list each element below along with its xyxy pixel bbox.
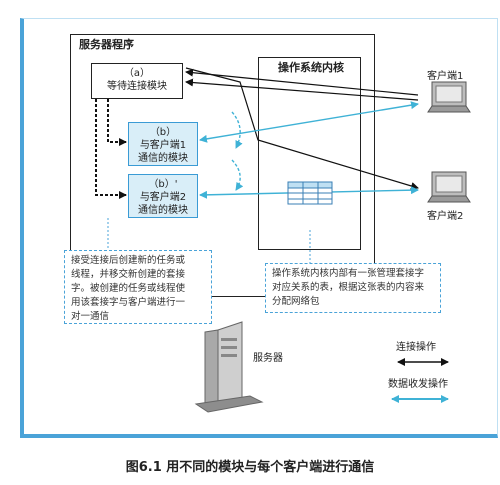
client1-computer-icon <box>427 81 471 113</box>
module-b2-line2: 通信的模块 <box>138 205 188 216</box>
server-program-title: 服务器程序 <box>79 38 134 51</box>
client1-module: （b） 与客户端1 通信的模块 <box>128 122 198 166</box>
note-left-line: 线程，并移交新创建的套接 <box>71 269 186 280</box>
note-task-thread: 接受连接后创建新的任务或 线程，并移交新创建的套接 字。被创建的任务或线程使 用… <box>64 250 212 324</box>
data-arrows <box>199 101 419 199</box>
os-kernel-box <box>258 57 361 250</box>
note-left-line: 字。被创建的任务或线程使 <box>71 283 186 294</box>
server-tower-icon <box>194 321 264 413</box>
note-right-line: 分配网络包 <box>272 296 320 307</box>
module-a-text: 等待连接模块 <box>107 81 167 92</box>
client1-label: 客户端1 <box>427 71 464 82</box>
server-label: 服务器 <box>253 353 283 364</box>
client2-module: （b）' 与客户端2 通信的模块 <box>128 174 198 218</box>
note-left-line: 用该套接字与客户端进行一 <box>71 297 186 308</box>
socket-table-icon <box>287 181 333 205</box>
os-kernel-title: 操作系统内核 <box>278 61 344 74</box>
module-b1-line1: 与客户端1 <box>139 140 187 151</box>
note-left-line: 对一通信 <box>71 311 110 322</box>
figure-caption: 图6.1 用不同的模块与每个客户端进行通信 <box>125 460 375 475</box>
client2-label: 客户端2 <box>427 211 464 222</box>
connect-arrows <box>185 67 419 190</box>
note-right-line: 对应关系的表，根据这张表的内容来 <box>272 282 425 293</box>
note-kernel-table: 操作系统内核内部有一张管理套接字 对应关系的表，根据这张表的内容来 分配网络包 <box>265 263 441 313</box>
wait-connection-module: （a） 等待连接模块 <box>91 63 183 99</box>
module-b1-line2: 通信的模块 <box>138 153 188 164</box>
dashed-spawn-lines <box>95 99 127 199</box>
client2-computer-icon <box>427 171 471 203</box>
legend-data-label: 数据收发操作 <box>388 379 448 390</box>
module-b2-id: （b）' <box>148 179 178 190</box>
legend-connect-label: 连接操作 <box>396 342 436 353</box>
module-a-id: （a） <box>123 68 151 79</box>
module-b2-line1: 与客户端2 <box>139 192 187 203</box>
note-right-line: 操作系统内核内部有一张管理套接字 <box>272 268 425 279</box>
note-left-line: 接受连接后创建新的任务或 <box>71 255 186 266</box>
module-b1-id: （b） <box>149 127 177 138</box>
